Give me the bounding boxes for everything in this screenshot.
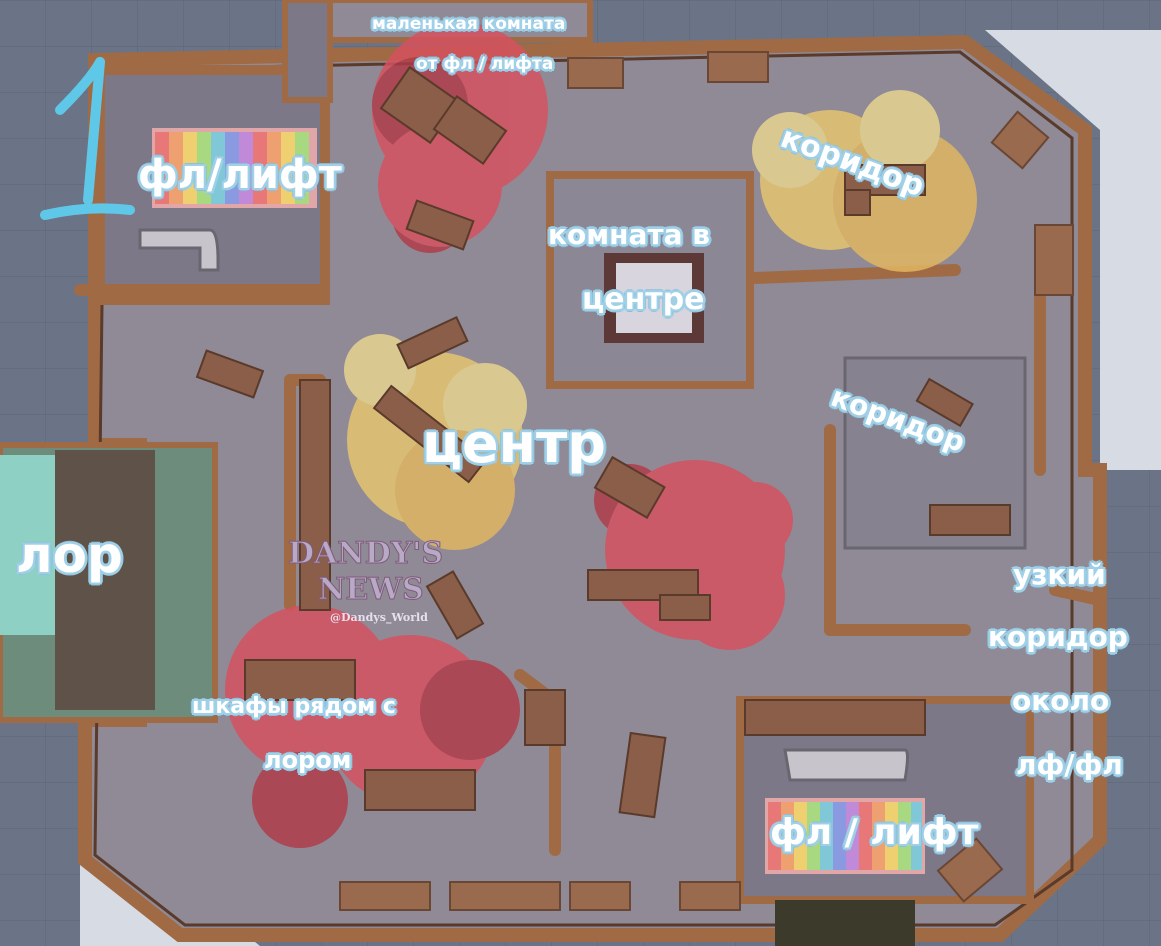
label-center: центр [422, 412, 606, 475]
lore-room-rug [0, 455, 60, 635]
label-elevator-top-left: фл/лифт [138, 152, 342, 198]
desk [396, 315, 469, 370]
desk [744, 699, 926, 736]
label-small-room-line1: маленькая комната [372, 14, 566, 34]
label-center-room-line2: центре [582, 282, 705, 317]
label-narrow-line4: лф/фл [1016, 748, 1123, 781]
center-rug-inner [616, 263, 692, 333]
zone-red [675, 540, 785, 650]
desk [618, 731, 667, 819]
label-small-room-line2: от фл / лифта [416, 54, 554, 74]
zone-red [420, 660, 520, 760]
label-narrow-line1: узкий [1013, 558, 1106, 591]
desk [244, 659, 356, 701]
lore-room-floor [55, 450, 155, 710]
label-lockers-line2: лором [264, 746, 352, 774]
zone-yellow [860, 90, 940, 170]
label-center-room-line1: комната в [548, 218, 710, 251]
desk [195, 349, 265, 399]
desk [405, 199, 475, 251]
rainbow-stripes-br [765, 798, 925, 874]
label-narrow-line3: около [1012, 684, 1110, 717]
reception-counter [783, 748, 909, 782]
label-elevator-bottom: фл / лифт [770, 812, 979, 853]
desk [299, 379, 331, 611]
watermark-handle: @Dandys_World [330, 611, 428, 624]
zone-yellow [443, 363, 527, 447]
desk [593, 455, 666, 519]
reception-counter-tl [138, 228, 220, 272]
furniture [195, 65, 1011, 819]
label-lore: лор [16, 526, 123, 584]
elevator-hatch-br [775, 900, 915, 946]
desk [915, 377, 975, 428]
watermark-line1: DANDY'S [288, 536, 444, 572]
floor-number-glyph [40, 57, 135, 220]
small-room-top [282, 0, 333, 103]
zone-yellow [752, 112, 828, 188]
benches [339, 51, 1074, 911]
desk [372, 384, 488, 484]
corner-light-tr [985, 30, 1161, 470]
rainbow-stripes-tl [155, 132, 309, 204]
desk [659, 594, 711, 621]
desk [524, 689, 566, 746]
desk [929, 504, 1011, 536]
desk [425, 570, 485, 640]
label-lockers-line1: шкафы рядом с [192, 694, 396, 719]
watermark-line2: NEWS [318, 572, 425, 608]
zone-red [252, 752, 348, 848]
desk [364, 769, 476, 811]
zone-red [717, 482, 793, 558]
desk [844, 189, 871, 216]
desk [432, 95, 508, 165]
label-narrow-line2: коридор [988, 620, 1128, 653]
zone-yellow [344, 334, 416, 406]
